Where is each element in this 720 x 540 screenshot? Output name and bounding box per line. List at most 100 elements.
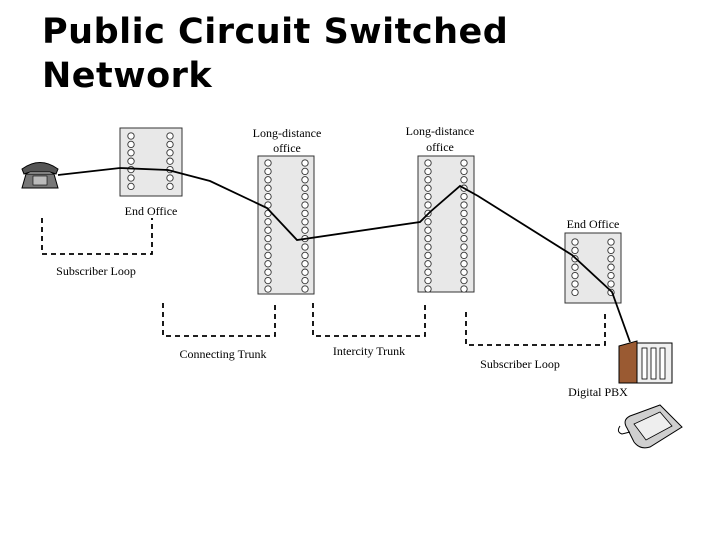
switch-port: [571, 246, 579, 255]
switch-port: [264, 192, 272, 201]
switch-port: [127, 174, 135, 182]
circuit-path: [57, 167, 631, 343]
long-distance-office-2-label-line-2: office: [426, 140, 454, 154]
switch-port: [571, 288, 579, 297]
digital-telephone-icon: [617, 404, 683, 449]
telephone-icon: [21, 162, 59, 189]
switch-port: [127, 140, 135, 149]
switch-port: [607, 271, 615, 280]
switch-port: [301, 159, 309, 167]
switch-port: [166, 174, 174, 182]
switch-port: [460, 159, 468, 167]
switch-port: [424, 218, 432, 226]
switch-port: [301, 192, 309, 201]
switch-port: [460, 285, 468, 293]
digital-pbx-icon: [618, 340, 673, 384]
switch-port: [460, 251, 468, 260]
end-office-right-label: End Office: [567, 217, 620, 231]
switch-port: [264, 268, 272, 276]
switch-port: [460, 260, 468, 268]
switch-port: [166, 132, 174, 140]
switch-port: [127, 132, 135, 140]
switch-port: [571, 280, 579, 288]
switch-port: [607, 238, 615, 246]
switch-port: [264, 260, 272, 268]
subscriber-loop-left-label: Subscriber Loop: [56, 264, 136, 278]
switch-port: [166, 149, 174, 157]
intercity-trunk-label: Intercity Trunk: [333, 344, 405, 358]
switch-port: [301, 176, 309, 184]
switch-port: [301, 260, 309, 268]
long-distance-office-2-label-line-1: Long-distance: [406, 124, 475, 138]
subscriber-loop-right-bracket: [465, 312, 606, 346]
switch-port: [460, 209, 468, 218]
switch-port: [571, 238, 579, 246]
switch-port: [264, 243, 272, 251]
switch-port: [301, 167, 309, 176]
switch-port: [424, 276, 432, 285]
subscriber-loop-right-label: Subscriber Loop: [480, 357, 560, 371]
switch-port: [166, 140, 174, 149]
switch-port: [607, 280, 615, 288]
digital-pbx-label: Digital PBX: [568, 385, 628, 399]
switch-port: [460, 243, 468, 251]
title-line-2: Network: [42, 56, 213, 96]
switch-port: [264, 218, 272, 226]
switch-port: [127, 182, 135, 191]
switch-port: [460, 192, 468, 201]
switch-port: [264, 176, 272, 184]
switch-port: [127, 157, 135, 165]
switch-port: [460, 167, 468, 176]
switch-port: [264, 276, 272, 285]
switch-port: [301, 226, 309, 234]
switch-port: [424, 201, 432, 209]
switch-port: [301, 251, 309, 260]
switch-port: [607, 255, 615, 263]
long-distance-office-1-switch: [257, 155, 315, 295]
long-distance-office-1-label-line-2: office: [273, 141, 301, 155]
connecting-trunk-bracket: [162, 303, 276, 337]
switch-port: [264, 184, 272, 192]
switch-port: [301, 243, 309, 251]
switch-port: [424, 251, 432, 260]
switch-port: [424, 159, 432, 167]
page-title: Public Circuit Switched Network: [42, 10, 508, 98]
switch-port: [424, 243, 432, 251]
switch-port: [571, 271, 579, 280]
title-line-1: Public Circuit Switched: [42, 12, 509, 52]
end-office-left-switch: [119, 127, 183, 197]
switch-port: [127, 165, 135, 174]
switch-port: [264, 251, 272, 260]
long-distance-office-2-switch: [417, 155, 475, 293]
switch-port: [424, 167, 432, 176]
switch-port: [607, 263, 615, 271]
switch-port: [264, 285, 272, 293]
switch-port: [301, 201, 309, 209]
switch-port: [571, 263, 579, 271]
long-distance-office-1-label-line-1: Long-distance: [253, 126, 322, 140]
switch-port: [460, 218, 468, 226]
end-office-left-label: End Office: [125, 204, 178, 218]
switch-port: [127, 149, 135, 157]
switch-port: [460, 201, 468, 209]
connecting-trunk-label: Connecting Trunk: [179, 347, 266, 361]
switch-port: [301, 285, 309, 293]
switch-port: [424, 260, 432, 268]
subscriber-loop-left-bracket: [41, 218, 153, 255]
switch-port: [301, 268, 309, 276]
switch-port: [460, 226, 468, 234]
switch-port: [301, 184, 309, 192]
intercity-trunk-bracket: [312, 303, 426, 337]
switch-port: [166, 157, 174, 165]
switch-port: [264, 167, 272, 176]
switch-port: [424, 226, 432, 234]
switch-port: [301, 209, 309, 218]
switch-port: [424, 234, 432, 243]
switch-port: [264, 159, 272, 167]
switch-port: [460, 268, 468, 276]
switch-port: [424, 176, 432, 184]
switch-port: [607, 246, 615, 255]
switch-port: [424, 285, 432, 293]
switch-port: [424, 192, 432, 201]
